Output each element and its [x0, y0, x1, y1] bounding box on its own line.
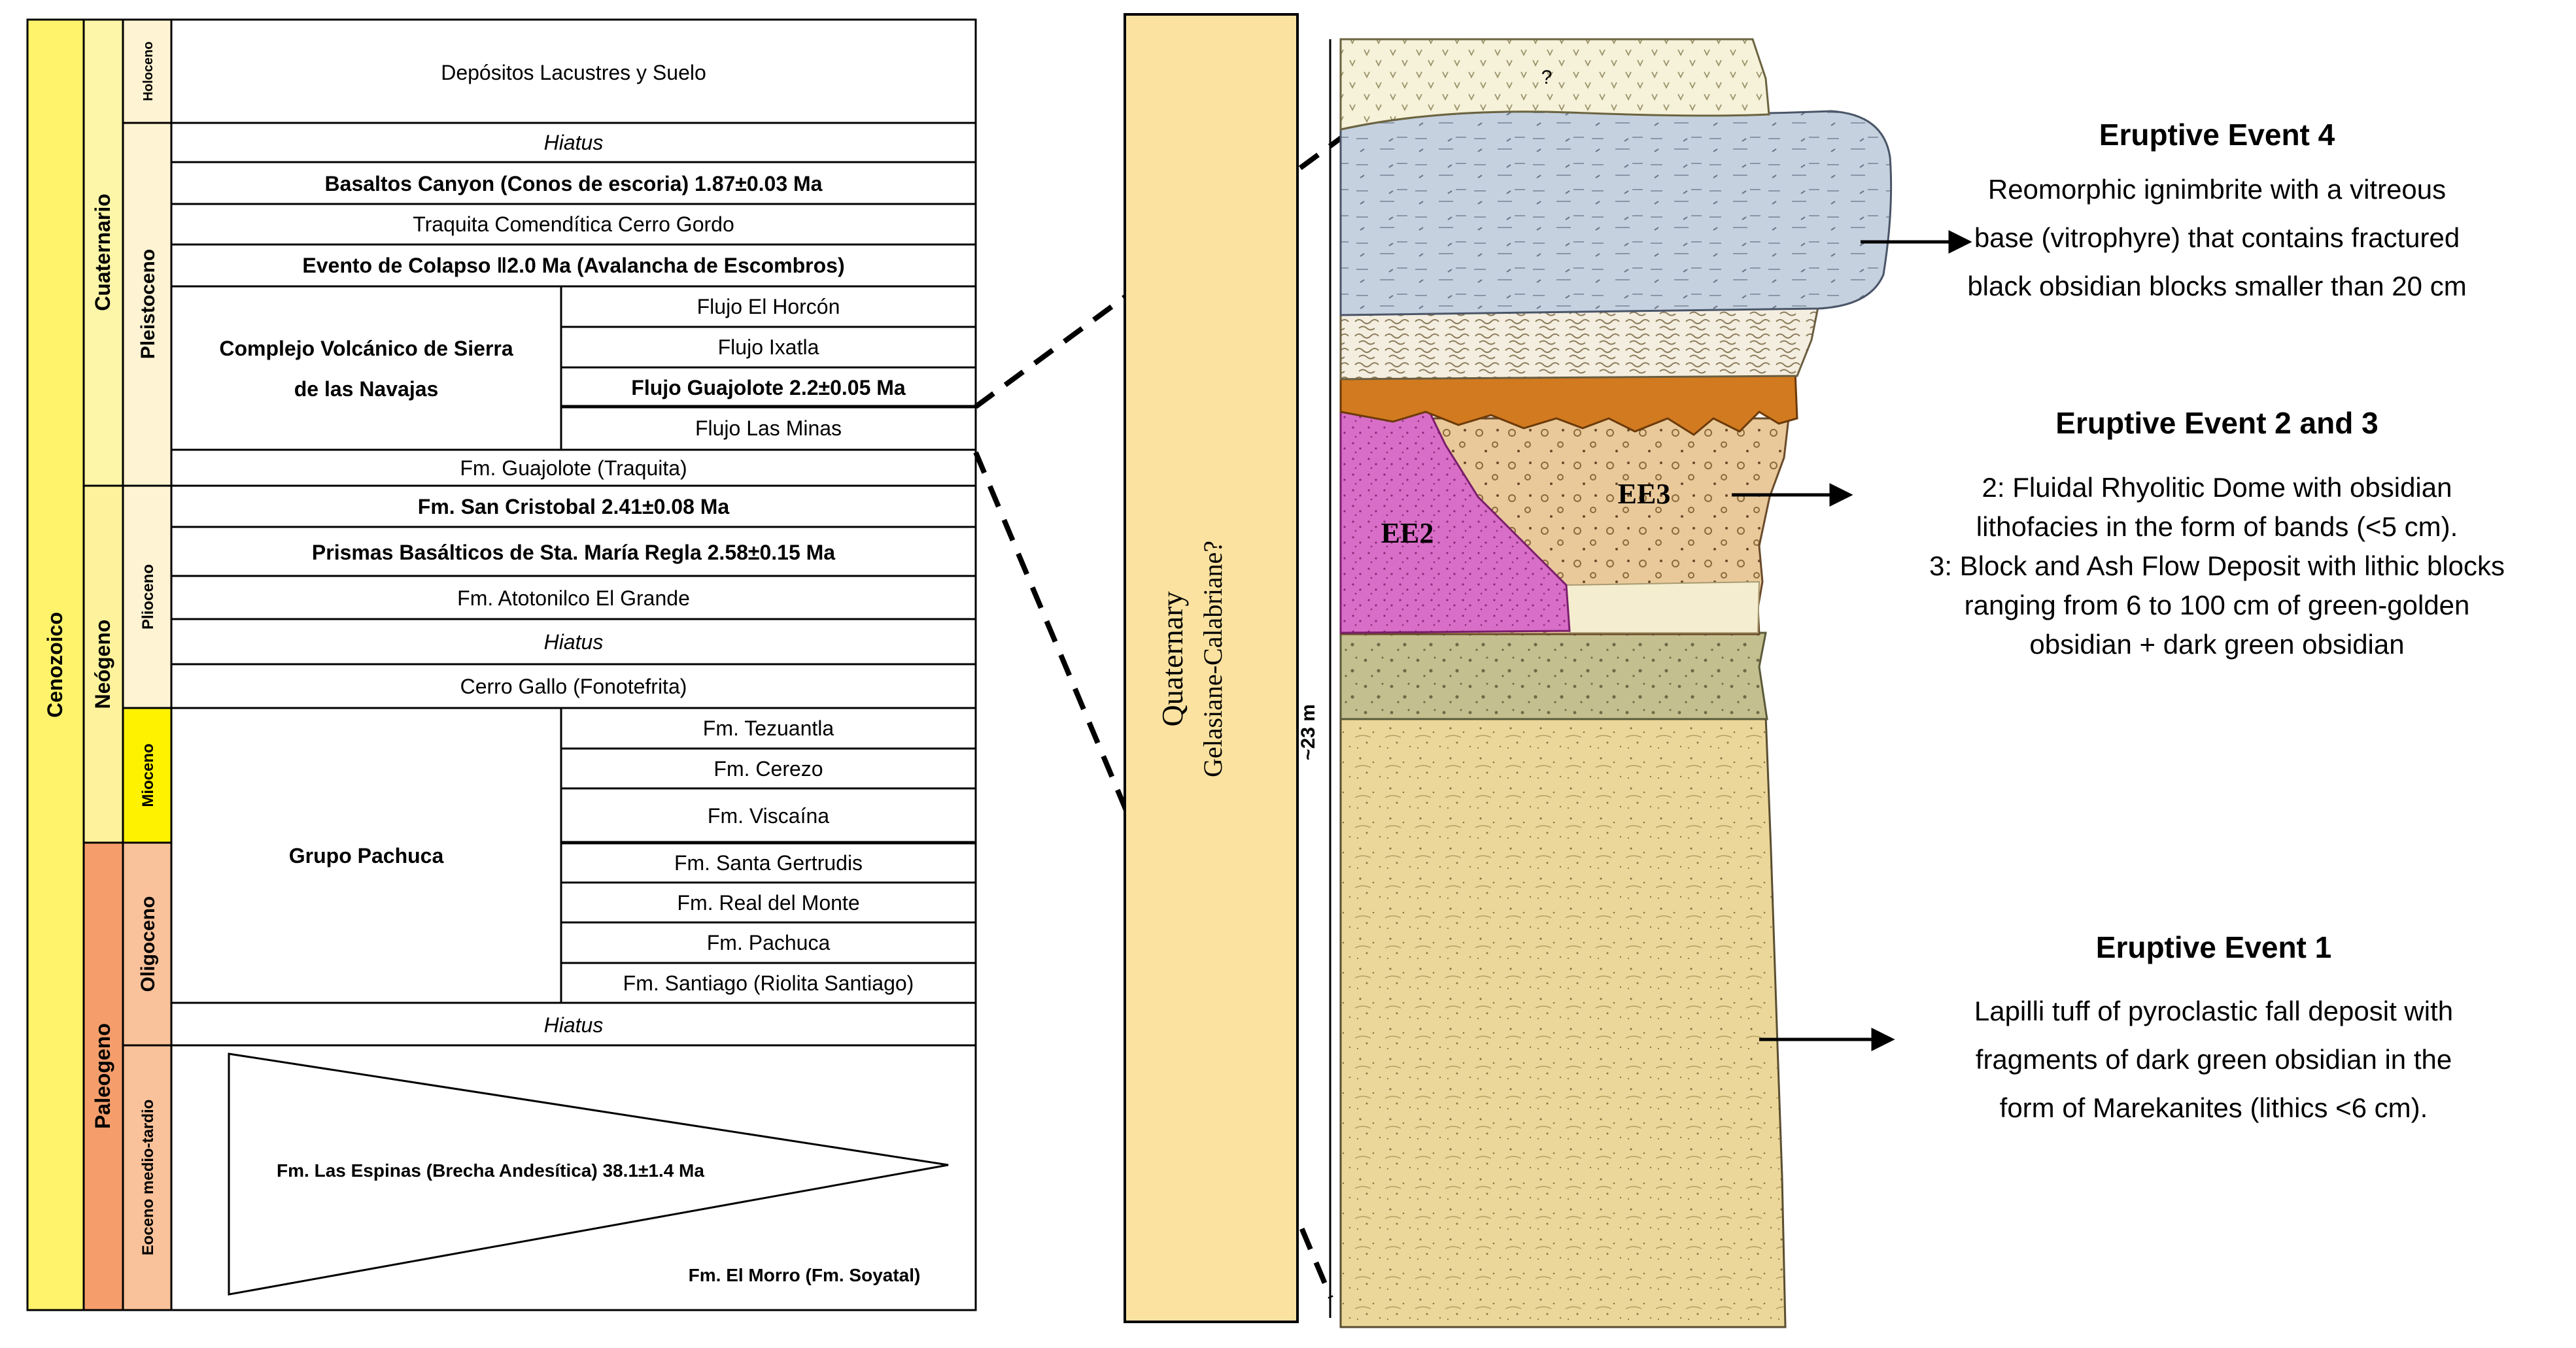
arrow-event-23-head — [1829, 482, 1853, 507]
period-label-neogeno: Neógeno — [91, 620, 114, 709]
unit-hiatus-3: Hiatus — [544, 1013, 604, 1037]
epoch-label-pleistoceno: Pleistoceno — [137, 249, 159, 359]
unit-fm-guajolote: Fm. Guajolote (Traquita) — [460, 456, 687, 480]
epoch-label-mioceno: Mioceno — [139, 743, 157, 807]
unit-complejo-line2: de las Navajas — [294, 377, 439, 401]
event-1-line-2: fragments of dark green obsidian in the — [1976, 1044, 2452, 1075]
geologic-section: ? EE2 EE3 — [1339, 38, 1893, 1328]
quaternary-column — [1124, 13, 1299, 1323]
unit-tezuantla: Fm. Tezuantla — [703, 716, 834, 740]
unit-el-morro: Fm. El Morro (Fm. Soyatal) — [689, 1265, 921, 1285]
top-question-mark: ? — [1541, 67, 1553, 88]
layer-pale-band — [1565, 581, 1760, 633]
unit-basaltos: Basaltos Canyon (Conos de escoria) 1.87±… — [325, 172, 823, 195]
unit-colapso: Evento de Colapso ‖2.0 Ma (Avalancha de … — [302, 254, 844, 277]
ee2-label: EE2 — [1381, 517, 1434, 549]
thickness-label: ~23 m — [1297, 704, 1319, 760]
layer-olive — [1339, 632, 1768, 720]
unit-flujo-minas: Flujo Las Minas — [695, 416, 842, 440]
unit-hiatus-1: Hiatus — [544, 131, 604, 154]
event-1-line-1: Lapilli tuff of pyroclastic fall deposit… — [1974, 996, 2453, 1026]
unit-viscaina: Fm. Viscaína — [708, 804, 829, 828]
unit-santa-gertrudis: Fm. Santa Gertrudis — [674, 851, 863, 875]
event-1-title: Eruptive Event 1 — [2096, 930, 2331, 964]
unit-hiatus-2: Hiatus — [544, 630, 604, 654]
layer-wavy — [1339, 306, 1819, 380]
quaternary-label: Quaternary — [1156, 592, 1189, 727]
event-4-line-2: base (vitrophyre) that contains fracture… — [1974, 222, 2460, 253]
ee3-label: EE3 — [1618, 478, 1671, 510]
epoch-label-holoceno: Holoceno — [141, 41, 156, 101]
event-23-line-4: ranging from 6 to 100 cm of green-golden — [1965, 590, 2470, 620]
layer-lapilli-tuff — [1339, 715, 1787, 1328]
event-4-line-3: black obsidian blocks smaller than 20 cm — [1967, 271, 2466, 301]
quaternary-sublabel: Gelasiane-Calabriane? — [1198, 541, 1228, 777]
unit-cerro-gallo: Cerro Gallo (Fonotefrita) — [460, 675, 687, 698]
unit-flujo-horcon: Flujo El Horcón — [697, 295, 840, 318]
event-23-line-5: obsidian + dark green obsidian — [2029, 629, 2404, 660]
unit-cerezo: Fm. Cerezo — [713, 757, 823, 781]
event-23-title: Eruptive Event 2 and 3 — [2055, 406, 2378, 440]
event-descriptions: Eruptive Event 4 Reomorphic ignimbrite w… — [1929, 118, 2505, 1123]
unit-las-espinas: Fm. Las Espinas (Brecha Andesítica) 38.1… — [277, 1160, 704, 1181]
epoch-label-oligoceno: Oligoceno — [137, 896, 159, 992]
unit-depositos: Depósitos Lacustres y Suelo — [441, 61, 706, 84]
event-4-title: Eruptive Event 4 — [2099, 118, 2335, 152]
epoch-cell-eoceno — [122, 1044, 173, 1311]
epoch-cell-pleistoceno — [122, 122, 173, 487]
unit-prismas: Prismas Basálticos de Sta. María Regla 2… — [312, 541, 835, 564]
unit-san-cristobal: Fm. San Cristobal 2.41±0.08 Ma — [418, 495, 730, 518]
layer-top-deposits — [1339, 38, 1770, 131]
unit-flujo-ixatla: Flujo Ixatla — [718, 335, 819, 359]
layer-ee2 — [1339, 403, 1571, 634]
unit-traquita: Traquita Comendítica Cerro Gordo — [413, 212, 734, 236]
layer-ignimbrite — [1339, 110, 1893, 316]
row-lines — [171, 122, 976, 1047]
event-1-line-3: form of Marekanites (lithics <6 cm). — [2000, 1092, 2428, 1123]
unit-grupo-pachuca: Grupo Pachuca — [289, 844, 444, 868]
unit-santiago: Fm. Santiago (Riolita Santiago) — [623, 971, 914, 995]
period-cell-cuaternario — [82, 18, 124, 487]
stratigraphic-table: Cenozoico Cuaternario Neógeno Paleogeno … — [26, 18, 977, 1311]
unit-complejo-line1: Complejo Volcánico de Sierra — [219, 337, 513, 360]
event-arrows — [1732, 229, 1972, 1052]
layer-orange-band — [1339, 370, 1798, 436]
arrow-event-4-head — [1948, 229, 1972, 254]
unit-real-del-monte: Fm. Real del Monte — [677, 891, 859, 915]
event-23-line-1: 2: Fluidal Rhyolitic Dome with obsidian — [1982, 472, 2452, 503]
event-4-line-1: Reomorphic ignimbrite with a vitreous — [1988, 174, 2446, 205]
arrow-event-1-head — [1871, 1027, 1895, 1052]
unit-pachuca: Fm. Pachuca — [707, 931, 831, 954]
epoch-cell-mioceno — [122, 707, 173, 844]
epoch-label-plioceno: Plioceno — [139, 564, 157, 630]
las-espinas-wedge — [228, 1053, 949, 1296]
era-label-cenozoico: Cenozoico — [43, 612, 67, 718]
period-label-cuaternario: Cuaternario — [91, 194, 114, 311]
event-23-line-2: lithofacies in the form of bands (<5 cm)… — [1976, 511, 2458, 542]
unit-flujo-guajolote: Flujo Guajolote 2.2±0.05 Ma — [631, 376, 906, 399]
event-23-line-3: 3: Block and Ash Flow Deposit with lithi… — [1929, 550, 2505, 581]
unit-atotonilco: Fm. Atotonilco El Grande — [457, 586, 690, 610]
epoch-label-eoceno: Eoceno medio-tardio — [139, 1100, 157, 1256]
period-label-paleogeno: Paleogeno — [91, 1023, 114, 1129]
era-cell-cenozoico — [26, 18, 85, 1311]
